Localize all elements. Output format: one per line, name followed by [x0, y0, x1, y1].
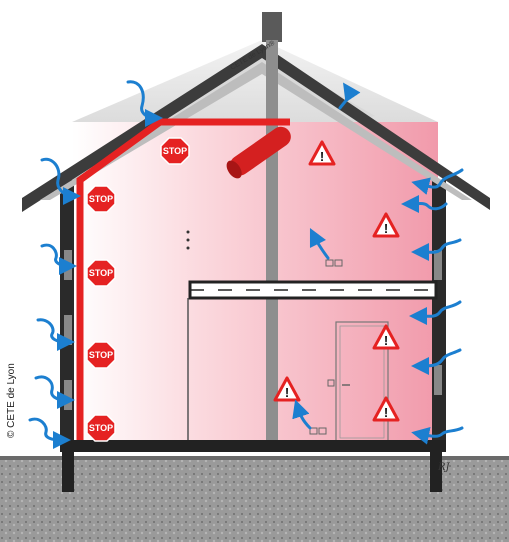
airflow-arrow-icon [409, 300, 462, 326]
stop-sign: STOP [86, 414, 116, 442]
airflow-arrow-icon [34, 375, 75, 409]
wall-outlet [325, 259, 334, 267]
ground [0, 458, 509, 542]
airflow-arrow-icon [309, 227, 330, 260]
stop-sign: STOP [86, 341, 116, 369]
wall-outlet [334, 259, 343, 267]
airflow-arrow-icon [411, 348, 462, 375]
warning-sign: ! [273, 376, 301, 402]
airflow-arrow-icon [28, 417, 71, 449]
floor-slab [60, 440, 446, 452]
airflow-arrows [28, 80, 464, 449]
right-wall-window [434, 365, 442, 395]
warning-sign: ! [372, 396, 400, 422]
light-switch [327, 379, 335, 387]
svg-text:STOP: STOP [163, 146, 187, 156]
airflow-arrow-icon [411, 168, 464, 195]
left-wall-window [64, 380, 72, 410]
airflow-arrow-icon [126, 80, 163, 127]
airflow-arrow-icon [292, 399, 312, 430]
warning-sign: ! [308, 140, 336, 166]
airflow-arrow-icon [338, 82, 361, 110]
vertical-credit: © CETE de Lyon [6, 363, 17, 438]
svg-text:!: ! [384, 333, 388, 348]
air-barrier-line [76, 118, 290, 440]
svg-text:!: ! [285, 385, 289, 400]
right-foundation [430, 452, 442, 492]
airflow-arrow-icon [40, 243, 77, 275]
chimney-cap [262, 12, 282, 42]
wall-outlet [309, 427, 318, 435]
svg-text:!: ! [384, 221, 388, 236]
svg-text:STOP: STOP [89, 268, 113, 278]
airflow-arrow-icon [411, 238, 462, 262]
svg-text:STOP: STOP [89, 350, 113, 360]
svg-text:STOP: STOP [89, 194, 113, 204]
svg-text:!: ! [384, 405, 388, 420]
left-wall-window [64, 315, 72, 345]
wall-outlet [318, 427, 327, 435]
flue-pipe [266, 40, 278, 445]
left-wall [60, 180, 74, 442]
airflow-arrow-icon [36, 318, 75, 351]
svg-text:!: ! [320, 149, 324, 164]
svg-text:STOP: STOP [89, 423, 113, 433]
airflow-arrow-icon [401, 194, 448, 213]
right-wall-window [434, 250, 442, 280]
stop-sign: STOP [86, 185, 116, 213]
warning-sign: ! [372, 324, 400, 350]
airflow-arrow-icon [411, 426, 464, 445]
stop-sign: STOP [86, 259, 116, 287]
ventilation-duct [226, 126, 291, 179]
ground-surface [0, 456, 509, 460]
left-foundation [62, 452, 74, 492]
upper-floor [188, 280, 438, 300]
airflow-arrow-icon [40, 157, 81, 205]
warning-sign: ! [372, 212, 400, 238]
stop-sign: STOP [160, 137, 190, 165]
signature: RJ [437, 462, 451, 473]
